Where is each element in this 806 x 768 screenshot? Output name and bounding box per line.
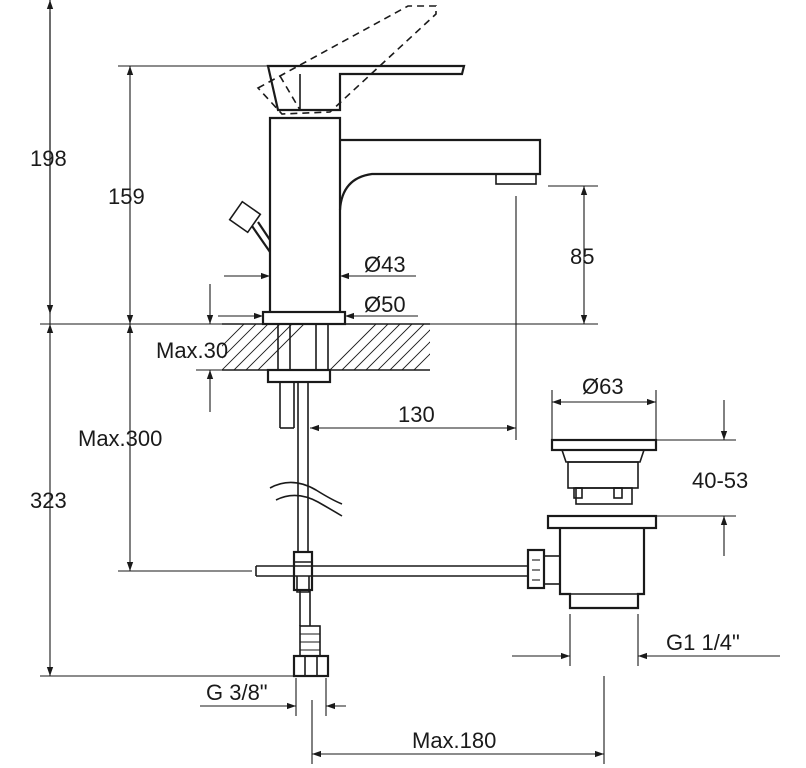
dimension-supply-thread bbox=[200, 678, 346, 716]
dimension-159 bbox=[118, 65, 270, 324]
dim-label-85: 85 bbox=[570, 244, 594, 269]
dim-label-130: 130 bbox=[398, 402, 435, 427]
dim-label-waste-range: 40-53 bbox=[692, 468, 748, 493]
popup-linkage-rod bbox=[255, 550, 528, 593]
popup-rod-knob bbox=[228, 200, 271, 253]
supply-hose bbox=[292, 382, 330, 678]
dim-label-323: 323 bbox=[30, 488, 67, 513]
countertop-section bbox=[222, 323, 430, 371]
dimension-deck-thickness bbox=[196, 284, 222, 412]
dim-label-waste-offset: Max.180 bbox=[412, 728, 496, 753]
countertop-hatching bbox=[222, 324, 430, 370]
dimension-waste-range bbox=[656, 400, 736, 556]
dim-label-waste-diameter: Ø63 bbox=[582, 374, 624, 399]
dimension-hose-length bbox=[118, 324, 252, 572]
dim-label-base-diameter: Ø50 bbox=[364, 292, 406, 317]
dim-label-159: 159 bbox=[108, 184, 145, 209]
dimension-waste-diameter bbox=[551, 390, 657, 440]
underdeck-mounting bbox=[266, 324, 332, 429]
dimension-323 bbox=[40, 324, 294, 677]
dim-label-198: 198 bbox=[30, 146, 67, 171]
dim-label-body-diameter: Ø43 bbox=[364, 252, 406, 277]
dimension-waste-thread bbox=[512, 614, 780, 666]
lever-handle bbox=[266, 64, 466, 112]
dimension-waste-offset bbox=[311, 676, 605, 764]
lever-handle-open-position bbox=[256, 5, 437, 115]
dimension-85 bbox=[548, 185, 598, 324]
dim-label-hose-length: Max.300 bbox=[78, 426, 162, 451]
dimension-130 bbox=[310, 196, 517, 440]
waste-drain bbox=[526, 438, 658, 610]
dim-label-supply-thread: G 3/8" bbox=[206, 680, 268, 705]
dim-label-waste-thread: G1 1/4" bbox=[666, 630, 740, 655]
dim-label-deck-thickness: Max.30 bbox=[156, 338, 228, 363]
length-break-symbol bbox=[269, 481, 343, 517]
